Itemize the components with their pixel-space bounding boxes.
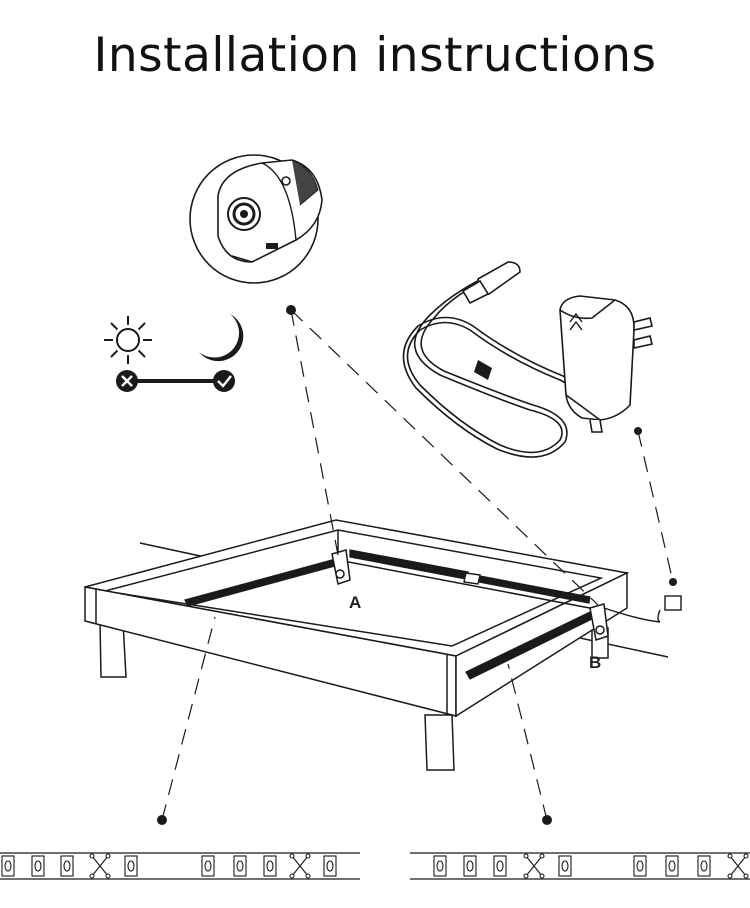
sensor-a: [331, 549, 351, 585]
day-night-indicator: [104, 314, 244, 392]
led-strip-chips: [1, 853, 749, 879]
moon-icon: [199, 314, 244, 362]
led-chip: [433, 855, 447, 877]
led-chip: [323, 855, 337, 877]
led-chip: [124, 855, 138, 877]
cut-mark-icon: [727, 853, 749, 879]
led-chip: [233, 855, 247, 877]
sensor-closeup: [189, 154, 323, 284]
cross-circle-icon: [116, 370, 138, 392]
led-strip-right: [410, 852, 750, 880]
cut-mark-icon: [523, 853, 545, 879]
led-chip: [665, 855, 679, 877]
check-circle-icon: [213, 370, 235, 392]
callout-dots: [157, 305, 677, 825]
led-chip: [697, 855, 711, 877]
led-chip: [201, 855, 215, 877]
sun-icon: [104, 316, 152, 364]
led-chip: [1, 855, 15, 877]
wall-socket: [603, 595, 682, 623]
sensor-b: [589, 603, 609, 641]
led-chip: [463, 855, 477, 877]
bed-frame: [84, 519, 669, 771]
led-chip: [493, 855, 507, 877]
led-strips-installed: [184, 549, 595, 680]
led-chip: [60, 855, 74, 877]
page-title: Installation instructions: [93, 28, 657, 83]
led-chip: [633, 855, 647, 877]
led-strip-left: [0, 852, 360, 880]
led-chip: [558, 855, 572, 877]
power-adapter: [402, 261, 653, 458]
callout-lines: [161, 309, 674, 821]
led-chip: [31, 855, 45, 877]
cut-mark-icon: [289, 853, 311, 879]
led-chip: [263, 855, 277, 877]
cut-mark-icon: [89, 853, 111, 879]
label-a: A: [349, 593, 361, 612]
label-b: B: [589, 653, 601, 672]
